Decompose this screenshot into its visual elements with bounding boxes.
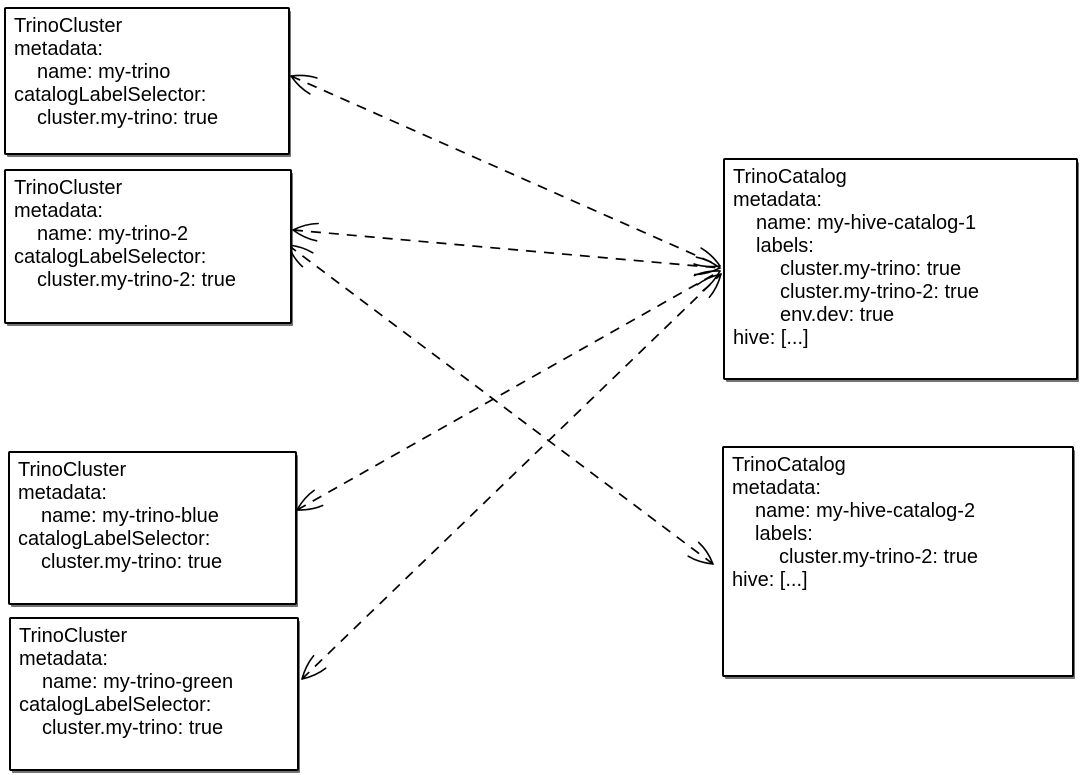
node-text-line: hive: [...] xyxy=(733,327,809,349)
node-text-line: TrinoCatalog xyxy=(733,166,847,188)
node-text-line: metadata: xyxy=(18,482,107,504)
node-text-line: name: my-trino xyxy=(37,61,171,83)
node-text-line: TrinoCluster xyxy=(18,459,127,481)
node-text-line: catalogLabelSelector: xyxy=(14,246,207,268)
arrow-line xyxy=(287,244,714,565)
arrow-line xyxy=(290,75,721,267)
node-text-line: TrinoCluster xyxy=(14,177,123,199)
arrow-head xyxy=(696,273,722,286)
arrow-head xyxy=(290,74,318,79)
node-text-line: labels: xyxy=(756,235,814,257)
node-text-line: cluster.my-trino: true xyxy=(42,717,224,739)
node-text-line: name: my-hive-catalog-2 xyxy=(755,500,976,522)
node-text-line: name: my-hive-catalog-1 xyxy=(756,212,977,234)
node-text-line: env.dev: true xyxy=(780,304,895,326)
arrow-head xyxy=(702,270,721,292)
node-text-line: cluster.my-trino-2: true xyxy=(780,281,979,303)
node-text-line: metadata: xyxy=(732,477,821,499)
arrow-head xyxy=(296,504,324,511)
arrow-head xyxy=(700,247,721,267)
node-text-line: metadata: xyxy=(19,648,108,670)
arrow-head xyxy=(296,489,315,511)
arrow-head xyxy=(301,654,315,680)
arrow-head xyxy=(292,222,319,231)
node-text-line: cluster.my-trino-2: true xyxy=(37,269,236,291)
node-text-line: TrinoCluster xyxy=(14,15,123,37)
node-text-line: name: my-trino-blue xyxy=(41,505,219,527)
node-text-line: cluster.my-trino: true xyxy=(41,551,223,573)
arrow-head xyxy=(301,667,327,680)
node-text-line: cluster.my-trino-2: true xyxy=(779,546,978,568)
node-text-line: metadata: xyxy=(14,200,103,222)
arrow-head xyxy=(694,267,721,276)
arrow-head xyxy=(708,273,722,299)
node-text-line: metadata: xyxy=(733,189,822,211)
node-text-line: TrinoCatalog xyxy=(732,454,846,476)
arrow-head xyxy=(695,256,721,269)
node-text-line: cluster.my-trino: true xyxy=(780,258,962,280)
node-text-line: metadata: xyxy=(14,38,103,60)
node-text-line: cluster.my-trino: true xyxy=(37,107,219,129)
arrow-line xyxy=(296,270,721,511)
node-text-line: name: my-trino-green xyxy=(42,671,234,693)
arrow-head xyxy=(693,270,721,277)
node-text-line: hive: [...] xyxy=(732,569,808,591)
arrow-head xyxy=(693,263,721,268)
arrow-head xyxy=(290,75,311,95)
node-text-line: catalogLabelSelector: xyxy=(18,528,211,550)
node-text-line: labels: xyxy=(755,523,813,545)
arrow-line xyxy=(301,273,722,680)
arrow-head xyxy=(292,229,318,242)
node-text-line: catalogLabelSelector: xyxy=(19,694,212,716)
arrow-head xyxy=(697,541,714,565)
arrow-head xyxy=(687,555,714,565)
node-text-line: TrinoCluster xyxy=(19,625,128,647)
arrow-line xyxy=(292,229,721,269)
node-text-line: name: my-trino-2 xyxy=(37,223,189,245)
node-text-line: catalogLabelSelector: xyxy=(14,84,207,106)
